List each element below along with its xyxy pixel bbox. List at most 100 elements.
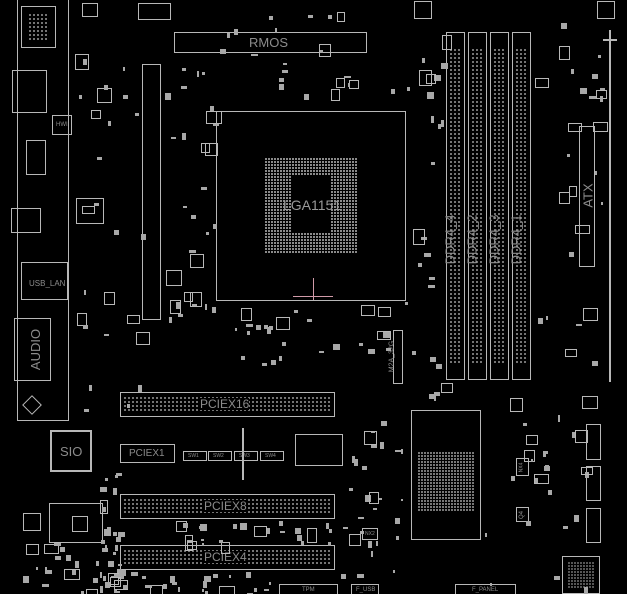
dimm-slot-3[interactable]: DDR4_3	[486, 32, 509, 380]
cpu-socket-label: LGA1151	[283, 197, 342, 213]
smd-part	[352, 456, 356, 463]
smd-part	[84, 408, 90, 413]
component-square[interactable]	[23, 513, 41, 531]
sio-chip[interactable]: SIO	[50, 430, 92, 472]
usb-lan-connector[interactable]: USB_LAN	[21, 262, 68, 300]
smd-part	[107, 573, 120, 585]
smd-part	[150, 585, 164, 594]
smd-part	[524, 450, 535, 462]
smd-part	[74, 560, 79, 568]
smd-part	[103, 529, 111, 537]
switch-2[interactable]: SW2	[208, 451, 232, 461]
smd-part	[140, 233, 146, 241]
smd-part	[428, 277, 436, 281]
pcie-x1-slot[interactable]: PCIEX1	[120, 444, 175, 463]
component-top-small[interactable]	[82, 3, 98, 17]
smd-part	[582, 396, 598, 410]
vrm-strip[interactable]	[142, 64, 161, 320]
smd-part	[204, 576, 212, 583]
smd-part	[182, 522, 189, 529]
audio-codec[interactable]	[22, 395, 42, 415]
io-connector-usb[interactable]	[26, 140, 46, 175]
smd-part	[97, 156, 103, 161]
io-connector-dp[interactable]	[12, 70, 47, 113]
pcie-x4-slot[interactable]: PCIEX4	[120, 545, 335, 570]
smd-part	[330, 89, 341, 102]
header-right-1[interactable]	[586, 424, 601, 460]
smd-part	[429, 394, 437, 400]
io-connector-top[interactable]	[21, 6, 56, 48]
pcie-x8-slot[interactable]: PCIEX8	[120, 494, 335, 519]
smd-part	[200, 186, 207, 190]
switch-4[interactable]: SW4	[260, 451, 284, 461]
smd-part	[103, 292, 116, 306]
m2-connector[interactable]: M2A_32G	[388, 330, 403, 384]
smd-part	[600, 88, 605, 91]
smd-part	[377, 307, 392, 317]
smd-part	[268, 581, 272, 586]
component-bottom-right[interactable]	[562, 556, 600, 594]
smd-part	[112, 552, 116, 556]
smd-part	[65, 555, 72, 561]
smd-part	[171, 136, 177, 140]
smd-part	[425, 73, 436, 84]
smd-part	[592, 73, 598, 80]
vrm-outline[interactable]: RMOS	[174, 32, 367, 53]
smd-part	[278, 356, 283, 361]
chipset-outline[interactable]	[411, 410, 481, 540]
component-top[interactable]	[138, 3, 171, 20]
io-edge-left	[17, 0, 18, 420]
smd-part	[430, 116, 435, 123]
smd-part	[395, 535, 399, 540]
smd-part	[359, 343, 364, 347]
smd-part	[201, 539, 205, 542]
atx-connector[interactable]: ATX	[579, 126, 596, 267]
smd-part	[122, 66, 126, 71]
header-right-2[interactable]	[586, 466, 601, 501]
component-ic-block[interactable]	[49, 503, 103, 543]
component-q4[interactable]: Q4	[516, 507, 529, 522]
smd-part	[558, 45, 570, 60]
smd-part	[535, 77, 550, 89]
component-clock[interactable]	[295, 434, 343, 466]
smd-part	[200, 523, 207, 531]
chipset-bga[interactable]	[417, 451, 474, 511]
header-right-3[interactable]	[586, 508, 601, 543]
smd-part	[546, 316, 549, 320]
switch-1[interactable]: SW1	[183, 451, 207, 461]
f-usb-header[interactable]: F_USB	[351, 584, 379, 594]
component-hwi[interactable]: HWI	[52, 115, 72, 135]
cpu-socket-center	[291, 175, 331, 233]
component-lan-chip[interactable]	[76, 198, 104, 224]
smd-part	[262, 363, 268, 366]
cpu-socket-outline[interactable]	[216, 111, 406, 301]
pcie-x16-slot[interactable]: PCIEX16	[120, 392, 335, 417]
dimm-slot-2[interactable]: DDR4_2	[464, 32, 487, 380]
smd-part	[327, 541, 331, 547]
component-nx4[interactable]: NX4	[516, 458, 529, 476]
smd-part	[523, 422, 527, 427]
f-panel-header[interactable]: F_PANEL	[455, 584, 516, 594]
smd-part	[233, 29, 238, 36]
dimm-slot-4[interactable]: DDR4_1	[508, 32, 531, 380]
smd-part	[264, 324, 269, 329]
smd-part	[373, 508, 378, 511]
smd-part	[589, 95, 596, 99]
smd-part	[318, 351, 324, 354]
smd-part	[84, 289, 87, 295]
io-connector-hdmi[interactable]	[11, 208, 41, 233]
audio-connector[interactable]: AUDIO	[14, 318, 51, 381]
smd-part	[92, 578, 99, 583]
switch-3[interactable]: SW3	[234, 451, 258, 461]
smd-part	[107, 121, 112, 127]
smd-part	[234, 327, 238, 332]
dimm-slot-1[interactable]: DDR4_4	[442, 32, 465, 380]
smd-part	[201, 588, 204, 593]
smd-part	[111, 575, 115, 579]
smd-part	[115, 536, 121, 543]
component-nx2[interactable]: NX2	[362, 528, 378, 540]
tpm-header[interactable]: TPM	[279, 584, 338, 594]
smd-part	[240, 523, 247, 531]
smd-part	[531, 458, 534, 462]
